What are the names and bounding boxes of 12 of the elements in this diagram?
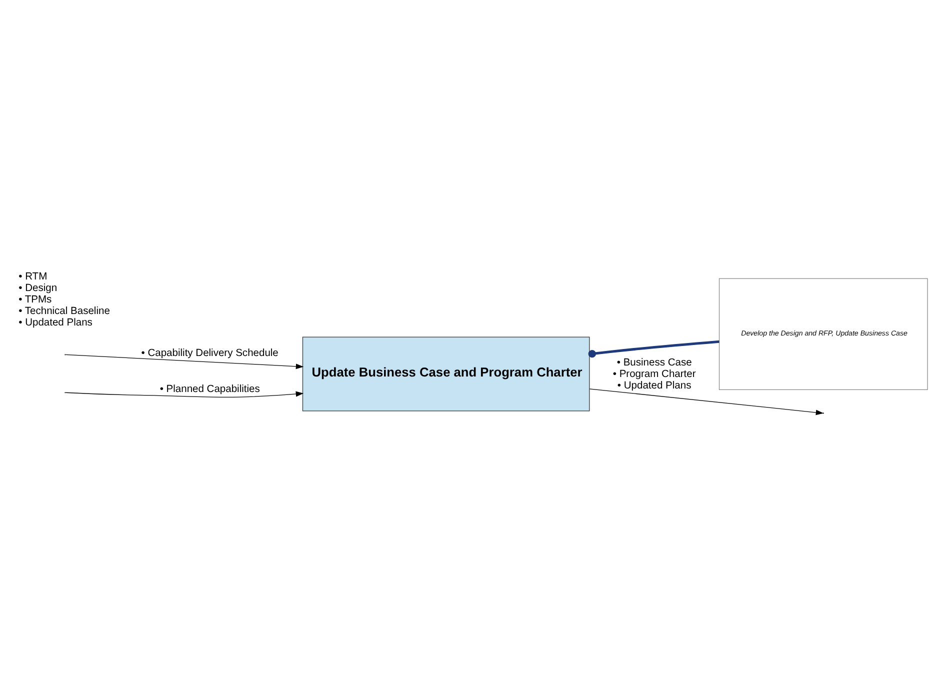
arrow xyxy=(66,354,304,369)
edge-label: • Planned Capabilities xyxy=(160,383,260,394)
label: • Design xyxy=(18,282,58,294)
edge-label: • Business Case • Program Charter • Updated Plans xyxy=(612,357,696,392)
connector xyxy=(588,340,720,358)
label: • Updated Plans xyxy=(18,317,92,328)
arrow xyxy=(66,390,304,398)
label: • TPMs xyxy=(18,294,52,306)
label: • RTM xyxy=(18,270,48,282)
label: • Technical Baseline xyxy=(18,306,110,317)
edge-label: • Capability Delivery Schedule xyxy=(141,347,278,358)
node-box: Update Business Case and Program Charter xyxy=(302,336,590,411)
